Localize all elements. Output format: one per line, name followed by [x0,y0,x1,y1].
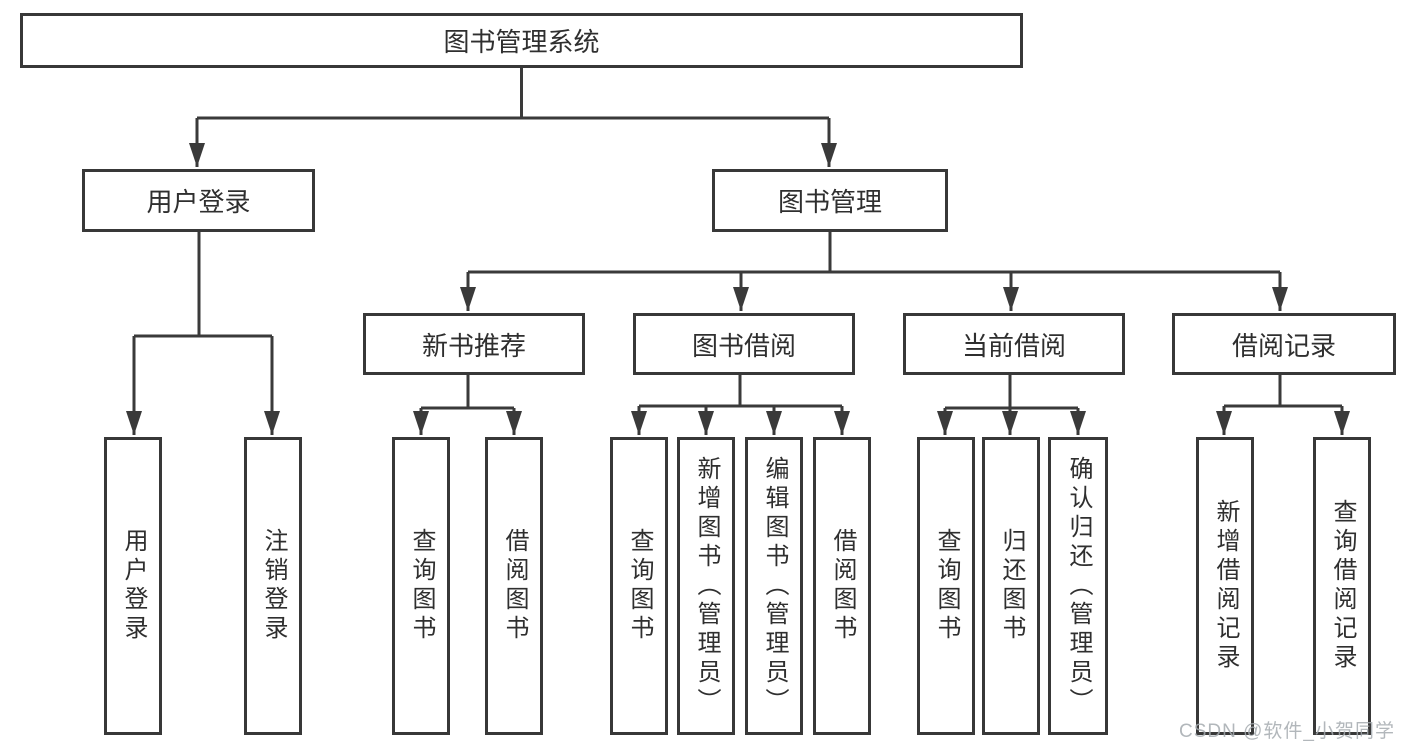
leaf-borrow-books-2-label: 借阅图书 [829,528,856,644]
node-root-system: 图书管理系统 [20,13,1023,68]
leaf-confirm-return-admin: 确认归还（管理员） [1048,437,1108,735]
node-new-book-recommend-label: 新书推荐 [421,330,526,361]
node-book-borrow-label: 图书借阅 [691,330,796,361]
node-current-borrow-label: 当前借阅 [961,330,1066,361]
node-new-book-recommend: 新书推荐 [363,313,585,375]
leaf-add-borrow-record-label: 新增借阅记录 [1212,499,1239,673]
node-book-management: 图书管理 [712,169,948,232]
leaf-return-books-label: 归还图书 [998,528,1025,644]
leaf-user-login: 用户登录 [104,437,162,735]
leaf-query-books-2: 查询图书 [610,437,668,735]
leaf-edit-books-admin: 编辑图书（管理员） [745,437,803,735]
leaf-query-books-1: 查询图书 [392,437,450,735]
leaf-borrow-books-1: 借阅图书 [485,437,543,735]
node-borrow-record-label: 借阅记录 [1231,330,1336,361]
leaf-add-books-admin-label: 新增图书（管理员） [693,455,720,717]
leaf-query-books-3-label: 查询图书 [933,528,960,644]
leaf-user-login-label: 用户登录 [120,528,147,644]
leaf-query-books-2-label: 查询图书 [626,528,653,644]
leaf-borrow-books-1-label: 借阅图书 [501,528,528,644]
leaf-add-borrow-record: 新增借阅记录 [1196,437,1254,735]
leaf-logout: 注销登录 [244,437,302,735]
leaf-edit-books-admin-label: 编辑图书（管理员） [761,455,788,717]
csdn-watermark: CSDN @软件_小贺同学 [1179,721,1395,742]
node-root-label: 图书管理系统 [443,27,600,57]
node-user-login-label: 用户登录 [146,187,251,217]
leaf-query-borrow-record: 查询借阅记录 [1313,437,1371,735]
node-current-borrow: 当前借阅 [903,313,1125,375]
node-book-management-label: 图书管理 [777,187,882,217]
node-user-login: 用户登录 [82,169,315,232]
leaf-query-borrow-record-label: 查询借阅记录 [1329,499,1356,673]
leaf-query-books-1-label: 查询图书 [408,528,435,644]
leaf-logout-label: 注销登录 [260,528,287,644]
leaf-add-books-admin: 新增图书（管理员） [677,437,735,735]
leaf-return-books: 归还图书 [982,437,1040,735]
node-borrow-record: 借阅记录 [1172,313,1396,375]
leaf-query-books-3: 查询图书 [917,437,975,735]
node-book-borrow: 图书借阅 [633,313,855,375]
leaf-borrow-books-2: 借阅图书 [813,437,871,735]
leaf-confirm-return-admin-label: 确认归还（管理员） [1065,455,1092,717]
